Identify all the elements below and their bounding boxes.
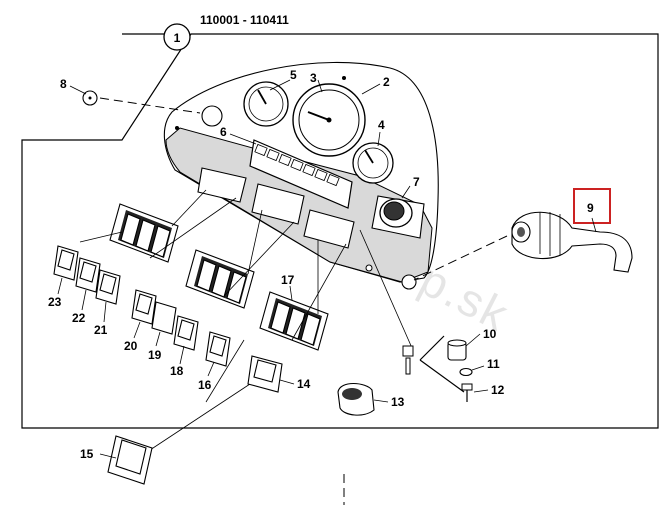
label-part-19: 19 — [148, 348, 162, 362]
label-part-3: 3 — [310, 71, 317, 85]
part-13-knob — [337, 382, 375, 416]
switch-bank-lower — [259, 291, 329, 351]
label-part-20: 20 — [124, 339, 138, 353]
label-part-23: 23 — [48, 295, 62, 309]
rocker-switch-18 — [173, 315, 199, 351]
label-part-18: 18 — [170, 364, 184, 378]
switch-bank-upper-left — [109, 203, 179, 263]
label-part-15: 15 — [80, 447, 94, 461]
highlight-box — [573, 188, 611, 224]
warning-light-strip — [249, 139, 353, 209]
rocker-switch-16 — [205, 331, 231, 367]
label-part-4: 4 — [378, 118, 385, 132]
label-part-9: 9 — [587, 201, 594, 215]
label-part-6: 6 — [220, 125, 227, 139]
part-8-plug — [82, 90, 98, 106]
assembly-frame — [21, 33, 659, 429]
label-part-7: 7 — [413, 175, 420, 189]
leader-lines — [79, 189, 413, 451]
assembly-number-callout: 1 — [163, 23, 191, 51]
label-part-14: 14 — [297, 377, 311, 391]
rocker-switch-22 — [75, 257, 101, 293]
label-part-2: 2 — [383, 75, 390, 89]
rocker-switch-23 — [53, 245, 79, 281]
label-part-21: 21 — [94, 323, 108, 337]
part-9-joystick — [511, 211, 633, 273]
rocker-switch-19 — [151, 301, 177, 335]
label-part-5: 5 — [290, 68, 297, 82]
label-part-10: 10 — [483, 327, 497, 341]
label-part-12: 12 — [491, 383, 505, 397]
label-part-22: 22 — [72, 311, 86, 325]
label-part-16: 16 — [198, 378, 212, 392]
part-9-dashline — [413, 235, 508, 281]
serial-range-text: 110001 - 110411 — [200, 13, 289, 27]
switch-bank-middle — [185, 249, 255, 309]
svg-text:1: 1 — [174, 31, 181, 45]
ignition-switch — [371, 195, 425, 239]
callout-leaders — [57, 79, 597, 459]
part-12-bolt — [461, 383, 473, 402]
rocker-switch-21 — [95, 269, 121, 305]
part-10-spacer — [447, 339, 467, 361]
label-part-11: 11 — [487, 357, 500, 371]
gauge-large-tachometer — [292, 83, 366, 157]
label-part-17: 17 — [281, 273, 295, 287]
part-8-dashline — [99, 97, 201, 114]
part-labels: 2 3 4 5 6 7 8 9 10 11 12 13 14 15 16 17 … — [48, 68, 594, 461]
label-part-8: 8 — [60, 77, 67, 91]
label-part-13: 13 — [391, 395, 405, 409]
part-11-washer — [459, 367, 473, 377]
gauge-small-right — [352, 142, 394, 184]
gauge-small-left — [243, 81, 289, 127]
rocker-switch-14 — [247, 355, 283, 393]
rocker-switch-20 — [131, 289, 157, 325]
fastener-stack — [402, 335, 465, 393]
rocker-switch-15 — [107, 435, 153, 485]
